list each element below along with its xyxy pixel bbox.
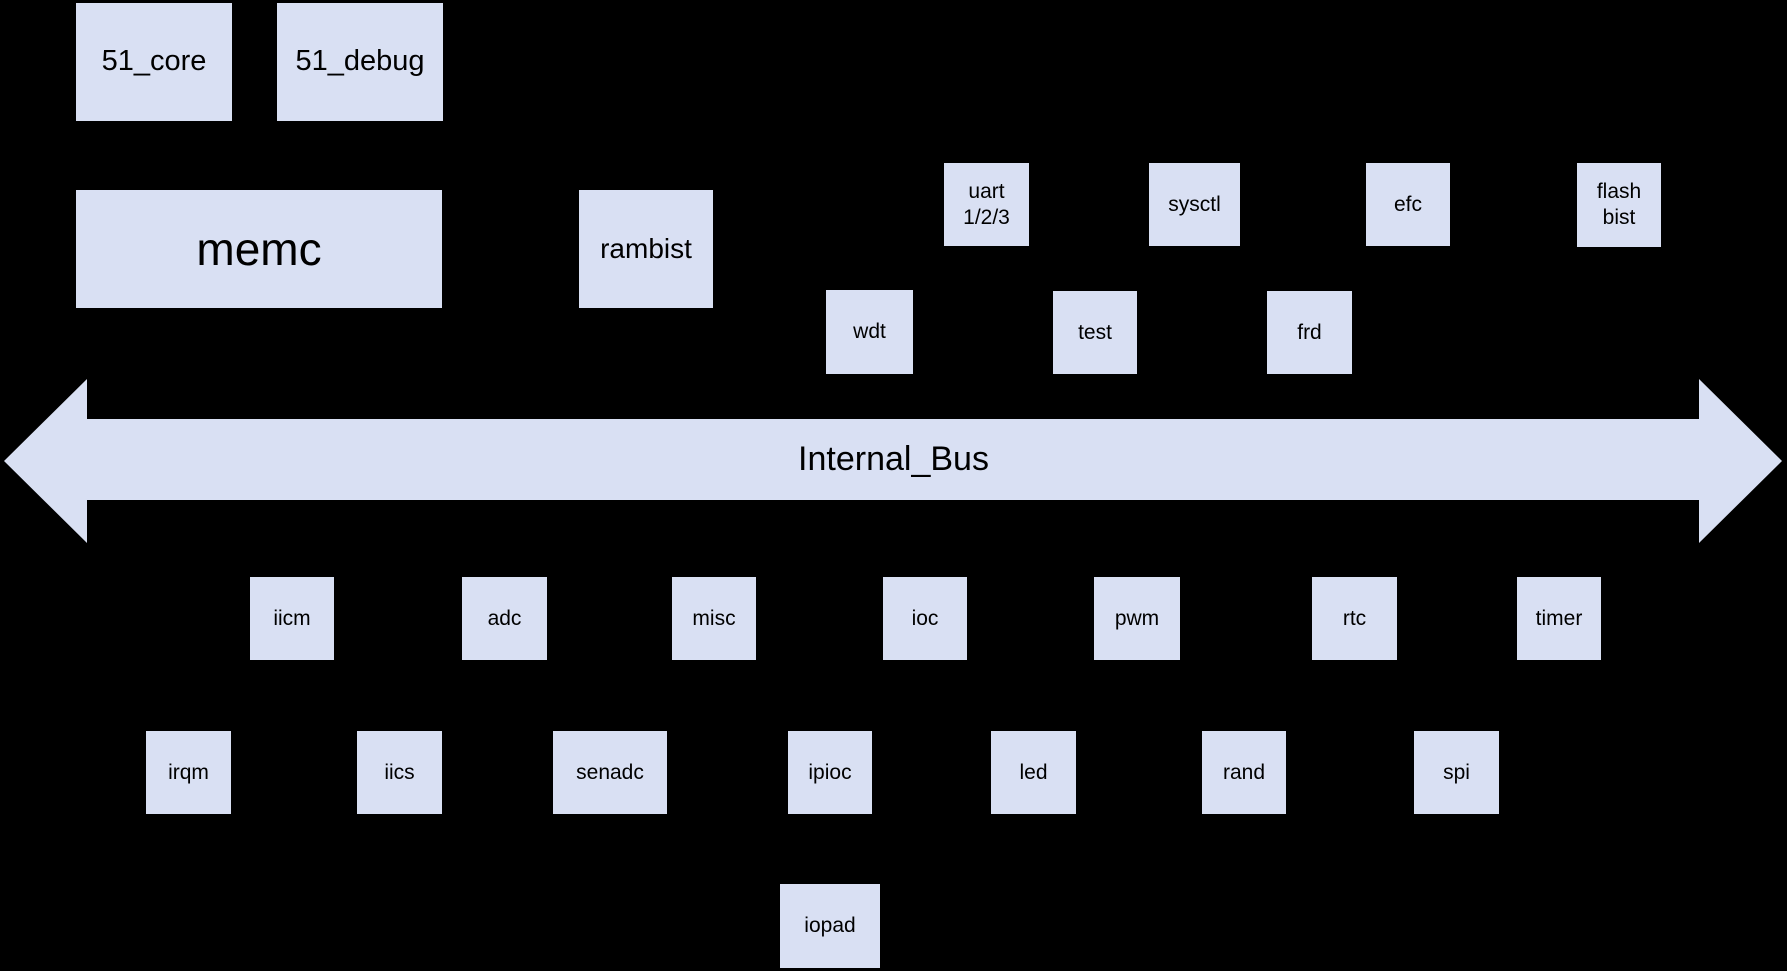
block-uart-123: uart 1/2/3 (944, 163, 1029, 246)
block-pwm: pwm (1094, 577, 1180, 660)
block-efc: efc (1366, 163, 1450, 246)
block-frd: frd (1267, 291, 1352, 374)
block-spi: spi (1414, 731, 1499, 814)
block-ioc: ioc (883, 577, 967, 660)
block-iopad: iopad (780, 884, 880, 968)
block-led: led (991, 731, 1076, 814)
block-51-debug: 51_debug (277, 3, 443, 121)
block-wdt: wdt (826, 290, 913, 374)
block-rambist: rambist (579, 190, 713, 308)
internal-bus-arrow-shape (4, 379, 1782, 543)
block-flash-bist: flash bist (1577, 163, 1661, 247)
block-rtc: rtc (1312, 577, 1397, 660)
block-51-core: 51_core (76, 3, 232, 121)
block-sysctl: sysctl (1149, 163, 1240, 246)
block-rand: rand (1202, 731, 1286, 814)
block-iics: iics (357, 731, 442, 814)
block-timer: timer (1517, 577, 1601, 660)
block-senadc: senadc (553, 731, 667, 814)
block-ipioc: ipioc (788, 731, 872, 814)
block-test: test (1053, 291, 1137, 374)
block-misc: misc (672, 577, 756, 660)
block-irqm: irqm (146, 731, 231, 814)
block-memc: memc (76, 190, 442, 308)
block-iicm: iicm (250, 577, 334, 660)
block-adc: adc (462, 577, 547, 660)
internal-bus-label: Internal_Bus (798, 440, 989, 478)
